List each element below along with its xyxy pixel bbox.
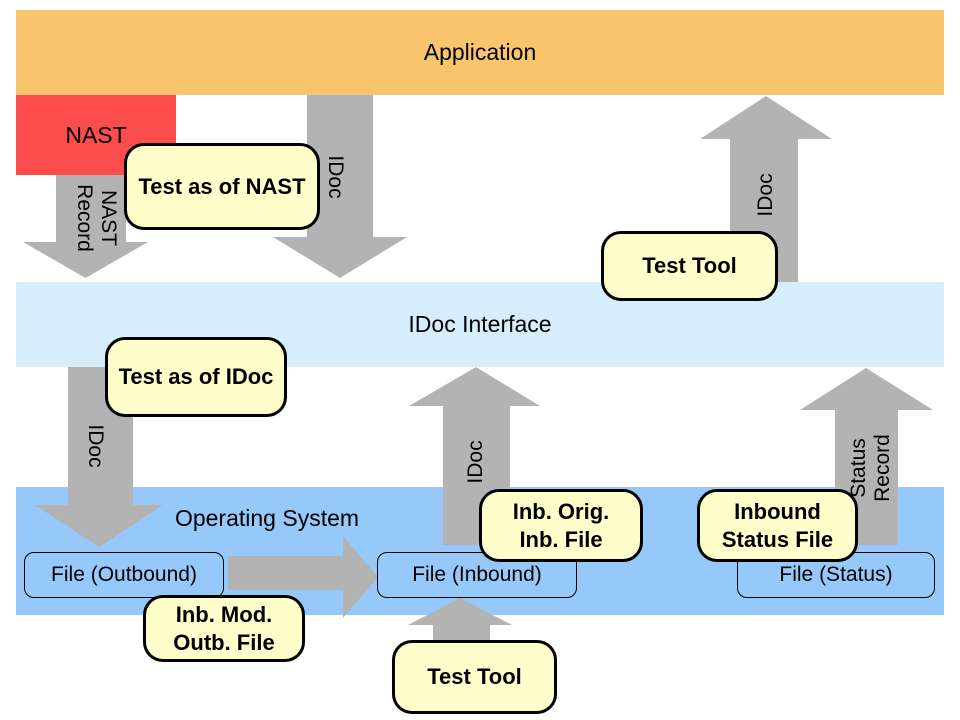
test-as-of-nast-box: Test as of NAST	[124, 143, 320, 230]
file-outbound-box: File (Outbound)	[24, 552, 224, 598]
file-outbound-label: File (Outbound)	[51, 563, 197, 586]
test-tool-bottom-box: Test Tool	[392, 640, 557, 714]
arrow-label-idoc-app-down: IDoc	[324, 155, 347, 199]
arrow-file-outbound-to-inbound-right	[228, 536, 378, 618]
arrow-label-idoc-app-up: IDoc	[754, 173, 777, 217]
arrow-idoc-app-to-interface-down	[273, 95, 407, 278]
arrow-label-nast-record: NAST Record	[73, 184, 120, 252]
idoc-interface-label: IDoc Interface	[408, 311, 552, 337]
inbound-status-file-box: Inbound Status File	[697, 489, 858, 562]
inb-mod-outb-file-box: Inb. Mod. Outb. File	[143, 595, 305, 662]
band-application: Application	[16, 10, 944, 95]
nast-box: NAST	[16, 95, 176, 175]
operating-system-label: Operating System	[174, 505, 360, 531]
test-as-of-idoc-box: Test as of IDoc	[105, 337, 287, 417]
arrow-nast-record-down	[23, 175, 148, 278]
file-inbound-label: File (Inbound)	[412, 563, 542, 586]
test-tool-top-box: Test Tool	[601, 231, 778, 301]
file-status-label: File (Status)	[779, 563, 893, 586]
arrow-status-record-up	[800, 368, 933, 545]
arrow-label-idoc-os-up: IDoc	[464, 440, 487, 484]
file-inbound-box: File (Inbound)	[377, 552, 577, 598]
application-label: Application	[423, 39, 537, 65]
inb-orig-inb-file-box: Inb. Orig. Inb. File	[479, 489, 643, 562]
nast-label: NAST	[65, 121, 127, 148]
arrow-label-idoc-os-down: IDoc	[84, 424, 107, 468]
